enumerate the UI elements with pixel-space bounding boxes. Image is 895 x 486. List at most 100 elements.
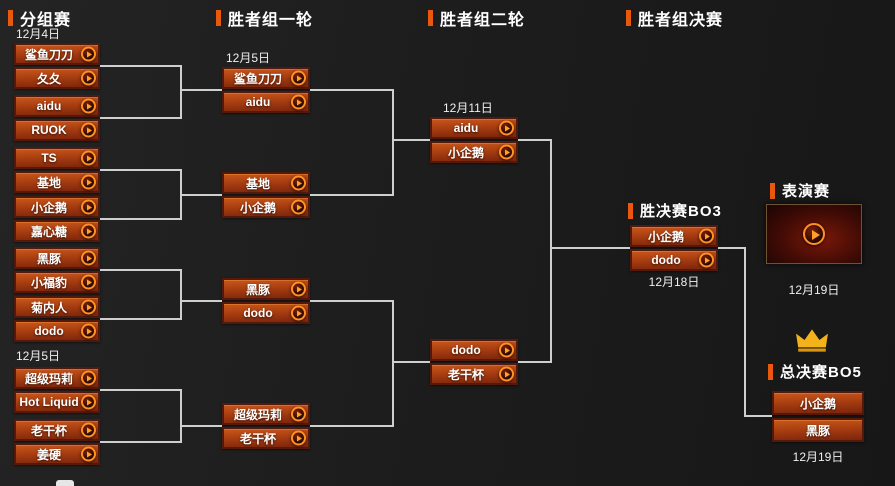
team-row[interactable]: 老干杯	[430, 363, 518, 385]
play-icon[interactable]	[81, 122, 96, 138]
connector-line	[310, 89, 392, 91]
play-icon[interactable]	[803, 223, 825, 245]
match-group: 小企鹅 dodo	[630, 225, 718, 271]
team-row[interactable]: TS	[14, 147, 100, 169]
team-row[interactable]: 小企鹅	[772, 391, 864, 415]
play-icon[interactable]	[81, 70, 96, 86]
team-row[interactable]: 黑豚	[14, 247, 100, 269]
header-winners-final: 胜者组决赛	[626, 6, 723, 30]
play-icon[interactable]	[291, 430, 306, 446]
team-row[interactable]: 小企鹅	[14, 196, 100, 218]
team-name: 夂夂	[36, 71, 61, 86]
play-icon[interactable]	[291, 70, 306, 86]
play-icon[interactable]	[81, 446, 96, 462]
team-name: dodo	[451, 343, 481, 357]
team-row[interactable]: 小企鹅	[222, 196, 310, 218]
team-row[interactable]: aidu	[222, 91, 310, 113]
match-group: 超级玛莉 Hot Liquid	[14, 367, 100, 413]
team-row[interactable]: aidu	[430, 117, 518, 139]
team-row[interactable]: dodo	[630, 249, 718, 271]
play-icon[interactable]	[81, 174, 96, 190]
play-icon[interactable]	[81, 274, 96, 290]
play-icon[interactable]	[81, 394, 96, 410]
play-icon[interactable]	[81, 299, 96, 315]
header-label: 胜决赛BO3	[640, 203, 722, 220]
team-row[interactable]: aidu	[14, 95, 100, 117]
team-name: aidu	[36, 99, 62, 113]
team-name: 黑豚	[245, 282, 270, 297]
play-icon[interactable]	[81, 46, 96, 62]
team-row[interactable]: 黑豚	[772, 418, 864, 442]
team-row[interactable]: dodo	[430, 339, 518, 361]
date-group-stage-top: 12月4日	[16, 27, 61, 41]
play-icon[interactable]	[81, 370, 96, 386]
team-row[interactable]: dodo	[14, 320, 100, 342]
play-icon[interactable]	[81, 150, 96, 166]
play-icon[interactable]	[291, 305, 306, 321]
header-label: 总决赛BO5	[780, 364, 862, 381]
team-name: 鲨鱼刀刀	[233, 71, 282, 86]
header-group-stage: 分组赛	[8, 6, 71, 30]
team-name: dodo	[34, 324, 64, 338]
play-icon[interactable]	[699, 252, 714, 268]
match-group: dodo 老干杯	[430, 339, 518, 385]
play-icon[interactable]	[81, 422, 96, 438]
team-row[interactable]: 老干杯	[222, 427, 310, 449]
team-row[interactable]: 基地	[14, 171, 100, 193]
header-label: 分组赛	[20, 12, 72, 29]
play-icon[interactable]	[81, 199, 96, 215]
play-icon[interactable]	[81, 323, 96, 339]
team-name: 姜硬	[36, 447, 61, 462]
team-row[interactable]: 夂夂	[14, 67, 100, 89]
team-row[interactable]: RUOK	[14, 119, 100, 141]
connector-line	[100, 318, 180, 320]
header-winners-round2: 胜者组二轮	[428, 6, 525, 30]
team-name: 小企鹅	[447, 145, 484, 160]
header-marker-icon	[8, 10, 13, 26]
play-icon[interactable]	[291, 175, 306, 191]
team-name: dodo	[651, 253, 681, 267]
team-row[interactable]: 鲨鱼刀刀	[222, 67, 310, 89]
match-group: 鲨鱼刀刀 aidu	[222, 67, 310, 113]
connector-line	[100, 117, 180, 119]
team-row[interactable]: 超级玛莉	[222, 403, 310, 425]
play-icon[interactable]	[81, 223, 96, 239]
team-row[interactable]: 小福豹	[14, 271, 100, 293]
team-name: RUOK	[31, 123, 67, 137]
team-row[interactable]: 姜硬	[14, 443, 100, 465]
team-name: 小企鹅	[30, 200, 67, 215]
team-row[interactable]: 黑豚	[222, 278, 310, 300]
team-name: 黑豚	[805, 423, 830, 438]
connector-line	[100, 218, 180, 220]
play-icon[interactable]	[81, 250, 96, 266]
play-icon[interactable]	[291, 281, 306, 297]
play-icon[interactable]	[81, 98, 96, 114]
team-row[interactable]: dodo	[222, 302, 310, 324]
play-icon[interactable]	[699, 228, 714, 244]
match-group: 鲨鱼刀刀 夂夂	[14, 43, 100, 89]
team-row[interactable]: Hot Liquid	[14, 391, 100, 413]
team-row[interactable]: 小企鹅	[630, 225, 718, 247]
team-row[interactable]: 基地	[222, 172, 310, 194]
team-row[interactable]: 嘉心糖	[14, 220, 100, 242]
play-icon[interactable]	[291, 406, 306, 422]
play-icon[interactable]	[499, 366, 514, 382]
connector-line	[550, 247, 630, 249]
play-icon[interactable]	[499, 120, 514, 136]
team-row[interactable]: 鲨鱼刀刀	[14, 43, 100, 65]
team-name: dodo	[243, 306, 273, 320]
team-row[interactable]: 小企鹅	[430, 141, 518, 163]
connector-line	[744, 247, 746, 417]
team-name: TS	[41, 151, 57, 165]
team-row[interactable]: 超级玛莉	[14, 367, 100, 389]
play-icon[interactable]	[291, 199, 306, 215]
exhibition-video-thumbnail[interactable]	[766, 204, 862, 264]
connector-line	[392, 300, 394, 427]
connector-line	[550, 139, 552, 363]
team-name: 基地	[245, 176, 270, 191]
team-row[interactable]: 老干杯	[14, 419, 100, 441]
team-row[interactable]: 菊内人	[14, 296, 100, 318]
play-icon[interactable]	[499, 144, 514, 160]
play-icon[interactable]	[499, 342, 514, 358]
play-icon[interactable]	[291, 94, 306, 110]
